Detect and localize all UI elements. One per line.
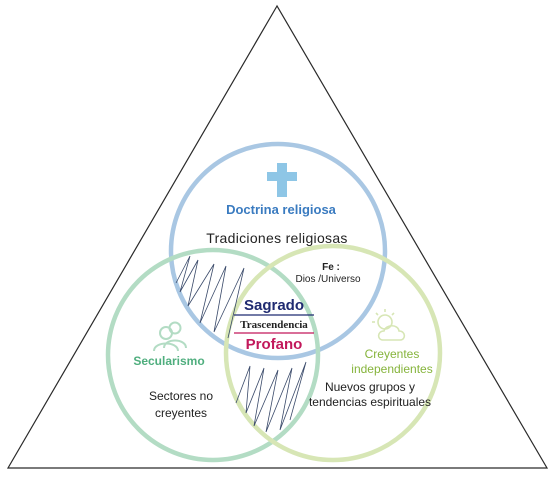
sun-cloud-icon xyxy=(372,309,406,341)
outer-triangle xyxy=(6,4,549,469)
zigzag-hatch-left xyxy=(175,255,245,339)
cloud xyxy=(377,324,406,341)
nuevos-grupos-label: Nuevos grupos y tendencias espirituales xyxy=(308,380,432,409)
sun-ray xyxy=(391,312,395,316)
sun xyxy=(377,314,393,330)
people-body-back xyxy=(163,339,187,349)
trascendencia-label: Trascendencia xyxy=(240,319,308,331)
religion-circle xyxy=(168,141,388,361)
sun-ray xyxy=(375,312,379,316)
secularismo-title: Secularismo xyxy=(133,354,205,368)
cross-horizontal xyxy=(267,172,297,181)
fe-label: Fe : xyxy=(322,262,340,273)
creyentes-independientes-title: Creyentes independientes xyxy=(351,347,433,376)
sectores-no-creyentes-label: Sectores no creyentes xyxy=(148,389,214,420)
people-head-front xyxy=(159,326,173,340)
believers-circle xyxy=(223,243,443,463)
zigzag-hatch-bottom xyxy=(235,361,307,433)
cross-icon xyxy=(267,163,297,197)
people-icon xyxy=(153,321,187,352)
profano-label: Profano xyxy=(245,336,303,353)
doctrina-religiosa-title: Doctrina religiosa xyxy=(226,202,336,217)
tradiciones-religiosas-label: Tradiciones religiosas xyxy=(206,230,348,246)
people-body-front xyxy=(153,342,179,352)
sagrado-label: Sagrado xyxy=(243,297,305,314)
dios-universo-label: Dios /Universo xyxy=(295,274,361,285)
secular-circle xyxy=(105,247,321,463)
